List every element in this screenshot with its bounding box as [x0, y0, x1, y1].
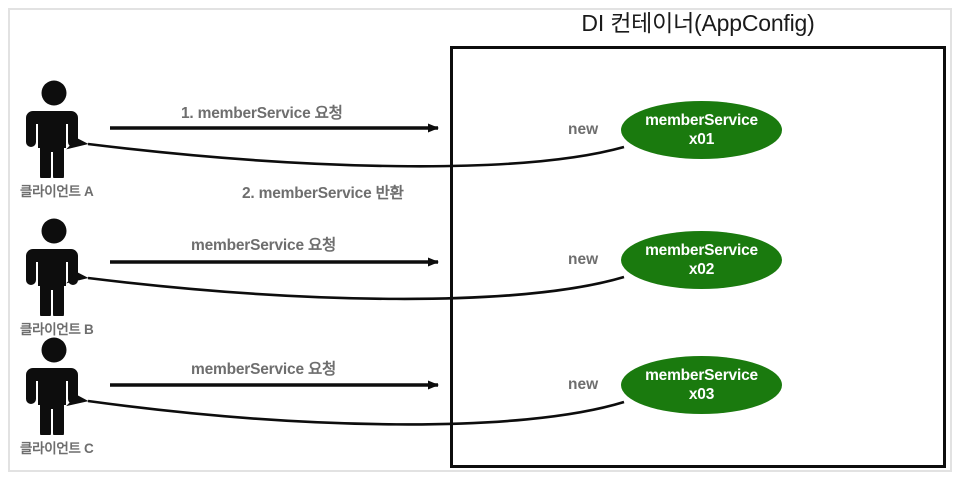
client-label-b: 클라이언트 B [20, 322, 94, 337]
person-icon [26, 337, 82, 439]
new-label-b: new [568, 251, 599, 268]
bean-name-c: memberService [645, 367, 758, 384]
bean-instance-a: x01 [688, 131, 715, 148]
new-label-c: new [568, 376, 599, 393]
person-icon [26, 80, 82, 182]
new-label-a: new [568, 121, 599, 138]
request-label-a: 1. memberService 요청 [181, 105, 343, 122]
person-icon [26, 218, 82, 320]
bean-name-b: memberService [645, 242, 758, 259]
bean-ellipse-c: memberService x03 [621, 356, 782, 414]
bean-instance-c: x03 [688, 386, 715, 403]
di-container-box [450, 46, 946, 468]
client-label-a: 클라이언트 A [20, 184, 94, 199]
bean-ellipse-b: memberService x02 [621, 231, 782, 289]
return-label-a: 2. memberService 반환 [242, 185, 404, 202]
bean-instance-b: x02 [688, 261, 715, 278]
bean-ellipse-a: memberService x01 [621, 101, 782, 159]
bean-name-a: memberService [645, 112, 758, 129]
request-label-b: memberService 요청 [191, 237, 337, 254]
outer-frame [8, 8, 952, 472]
request-label-c: memberService 요청 [191, 361, 337, 378]
client-label-c: 클라이언트 C [20, 441, 94, 456]
di-container-title: DI 컨테이너(AppConfig) [581, 10, 815, 36]
